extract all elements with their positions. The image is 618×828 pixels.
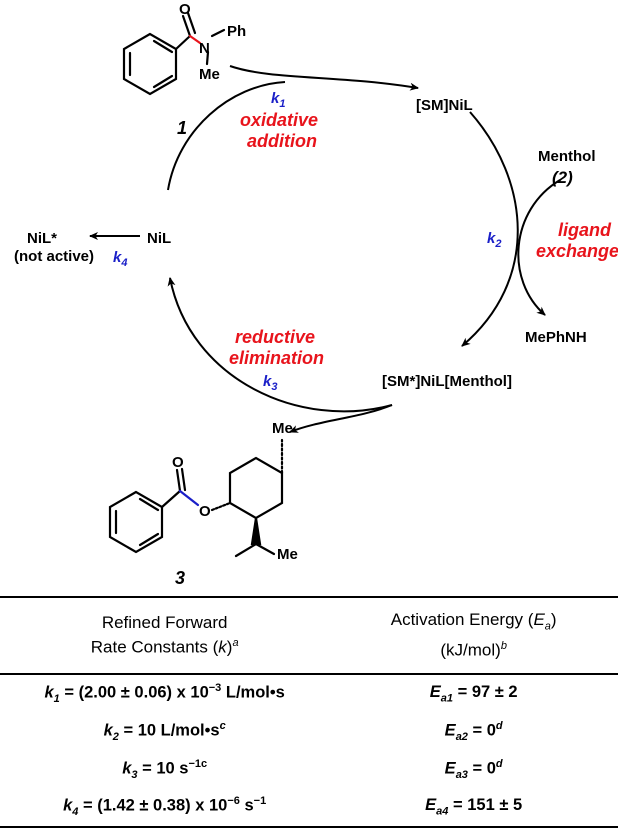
header-col1-line2-pre: Rate Constants ( xyxy=(90,637,219,657)
menthol-label: Menthol xyxy=(538,148,596,165)
addition-label: addition xyxy=(247,131,317,151)
k-unit-exponent: −1 xyxy=(253,795,267,808)
e-subscript: a4 xyxy=(436,805,449,818)
rate-constant-cell: k2 = 10 L/mol•sc xyxy=(0,713,329,751)
k-unit: L/mol•s xyxy=(221,683,285,702)
sm-nil-species: [SM]NiL xyxy=(416,97,473,114)
k1-label: k1 xyxy=(271,90,285,110)
e-note: d xyxy=(495,719,503,732)
header-col1-line2-post: ) xyxy=(226,637,233,657)
phenyl-label: Ph xyxy=(227,23,246,40)
amide-nitrogen: N xyxy=(199,40,210,57)
k4-label: k4 xyxy=(113,249,127,269)
k-subscript: 2 xyxy=(112,730,119,743)
rate-constant-cell: k1 = (2.00 ± 0.06) x 10−3 L/mol•s xyxy=(0,674,329,713)
e-symbol: E xyxy=(444,721,456,740)
k-subscript: 1 xyxy=(53,692,60,705)
header-col2-E: E xyxy=(533,610,545,629)
activation-energy-cell: Ea3 = 0d xyxy=(329,751,618,789)
compound-3-number: 3 xyxy=(175,568,185,588)
k-unit: s xyxy=(239,796,254,815)
e-value: = 0 xyxy=(467,721,496,740)
activation-energy-cell: Ea2 = 0d xyxy=(329,713,618,751)
e-value: = 97 ± 2 xyxy=(453,682,518,701)
nil-star-species: NiL* xyxy=(27,230,57,247)
e-symbol: E xyxy=(429,682,441,701)
rate-constant-cell: k3 = 10 s−1c xyxy=(0,751,329,789)
header-col2-line1-post: ) xyxy=(550,610,557,629)
k-value: = (1.42 ± 0.38) x 10 xyxy=(78,796,228,815)
ring-methyl-label: Me xyxy=(272,420,293,437)
exchange-label: exchange xyxy=(536,241,618,261)
nil-species: NiL xyxy=(147,230,171,247)
oxidative-label: oxidative xyxy=(240,110,318,130)
sm-star-complex-species: [SM*]NiL[Menthol] xyxy=(382,373,512,390)
e-symbol: E xyxy=(425,796,437,815)
k2-label: k2 xyxy=(487,230,501,250)
amide-oxygen: O xyxy=(179,1,191,18)
header-col1-sup: a xyxy=(232,637,239,650)
rate-constant-cell: k4 = (1.42 ± 0.38) x 10−6 s−1 xyxy=(0,788,329,827)
header-col2-sup: b xyxy=(500,640,507,653)
arc-oxidative-addition xyxy=(229,65,419,91)
isopropyl-methyl-label: Me xyxy=(277,546,298,563)
ligand-label: ligand xyxy=(558,220,612,240)
e-subscript: a2 xyxy=(455,730,468,743)
e-subscript: a1 xyxy=(440,692,454,705)
header-col2-Esub: a xyxy=(544,620,551,633)
header-col1-k: k xyxy=(218,637,227,657)
k3-label: k3 xyxy=(263,373,277,393)
k-exponent: −1c xyxy=(188,757,208,770)
k-exponent: −3 xyxy=(208,682,222,695)
e-note: d xyxy=(495,757,503,770)
k-value: = (2.00 ± 0.06) x 10 xyxy=(59,683,209,702)
rate-constants-table: Refined Forward Rate Constants (k)a Acti… xyxy=(0,596,618,828)
e-symbol: E xyxy=(444,759,456,778)
k-exponent: −6 xyxy=(227,795,240,808)
reductive-label: reductive xyxy=(235,327,315,347)
k-value: = 10 L/mol•s xyxy=(118,721,220,740)
k-symbol: k xyxy=(44,683,54,702)
e-subscript: a3 xyxy=(455,768,468,781)
header-rate-constants: Refined Forward Rate Constants (k)a xyxy=(0,597,329,674)
activation-energy-cell: Ea4 = 151 ± 5 xyxy=(329,788,618,827)
mephnh-label: MePhNH xyxy=(525,329,587,346)
ester-carbonyl-oxygen: O xyxy=(172,454,184,471)
n-methyl-label: Me xyxy=(199,66,220,83)
header-col1-line1: Refined Forward xyxy=(101,613,228,633)
k-subscript: 4 xyxy=(72,806,79,819)
ester-oxygen: O xyxy=(199,503,211,520)
elimination-label: elimination xyxy=(229,348,324,368)
rate-constants-table-container: Refined Forward Rate Constants (k)a Acti… xyxy=(0,596,618,828)
header-col2-line2: (kJ/mol) xyxy=(440,641,501,661)
k-symbol: k xyxy=(63,796,73,815)
e-value: = 0 xyxy=(467,759,496,778)
arc-menthol-in-out xyxy=(517,179,561,316)
not-active-label: (not active) xyxy=(14,248,94,265)
table-header-row: Refined Forward Rate Constants (k)a Acti… xyxy=(0,597,618,675)
table-row: k3 = 10 s−1c Ea3 = 0d xyxy=(0,751,618,789)
k-symbol: k xyxy=(103,721,113,740)
arc-product-release xyxy=(289,404,393,433)
table-row: k4 = (1.42 ± 0.38) x 10−6 s−1 Ea4 = 151 … xyxy=(0,788,618,828)
table-row: k2 = 10 L/mol•sc Ea2 = 0d xyxy=(0,713,618,751)
compound-3-structure xyxy=(108,438,284,558)
menthol-number: (2) xyxy=(552,168,573,187)
header-activation-energy: Activation Energy (Ea) (kJ/mol)b xyxy=(329,597,618,674)
k-symbol: k xyxy=(122,759,132,778)
k-value: = 10 s xyxy=(137,759,189,778)
cycle-arcs xyxy=(89,65,561,433)
compound-1-number: 1 xyxy=(177,118,187,138)
compound-1-structure xyxy=(122,11,226,96)
e-value: = 151 ± 5 xyxy=(448,796,523,815)
arc-reductive-elimination xyxy=(167,277,393,413)
k-note: c xyxy=(219,719,226,732)
arc-ligand-exchange xyxy=(461,111,519,347)
table-row: k1 = (2.00 ± 0.06) x 10−3 L/mol•s Ea1 = … xyxy=(0,674,618,713)
catalytic-cycle-scheme: O N Ph Me 1 k1 oxidative addition [SM]Ni… xyxy=(14,1,618,588)
activation-energy-cell: Ea1 = 97 ± 2 xyxy=(329,674,618,713)
header-col2-line1-pre: Activation Energy ( xyxy=(390,610,534,629)
k-subscript: 3 xyxy=(131,768,138,781)
arc-top-left xyxy=(167,81,286,191)
